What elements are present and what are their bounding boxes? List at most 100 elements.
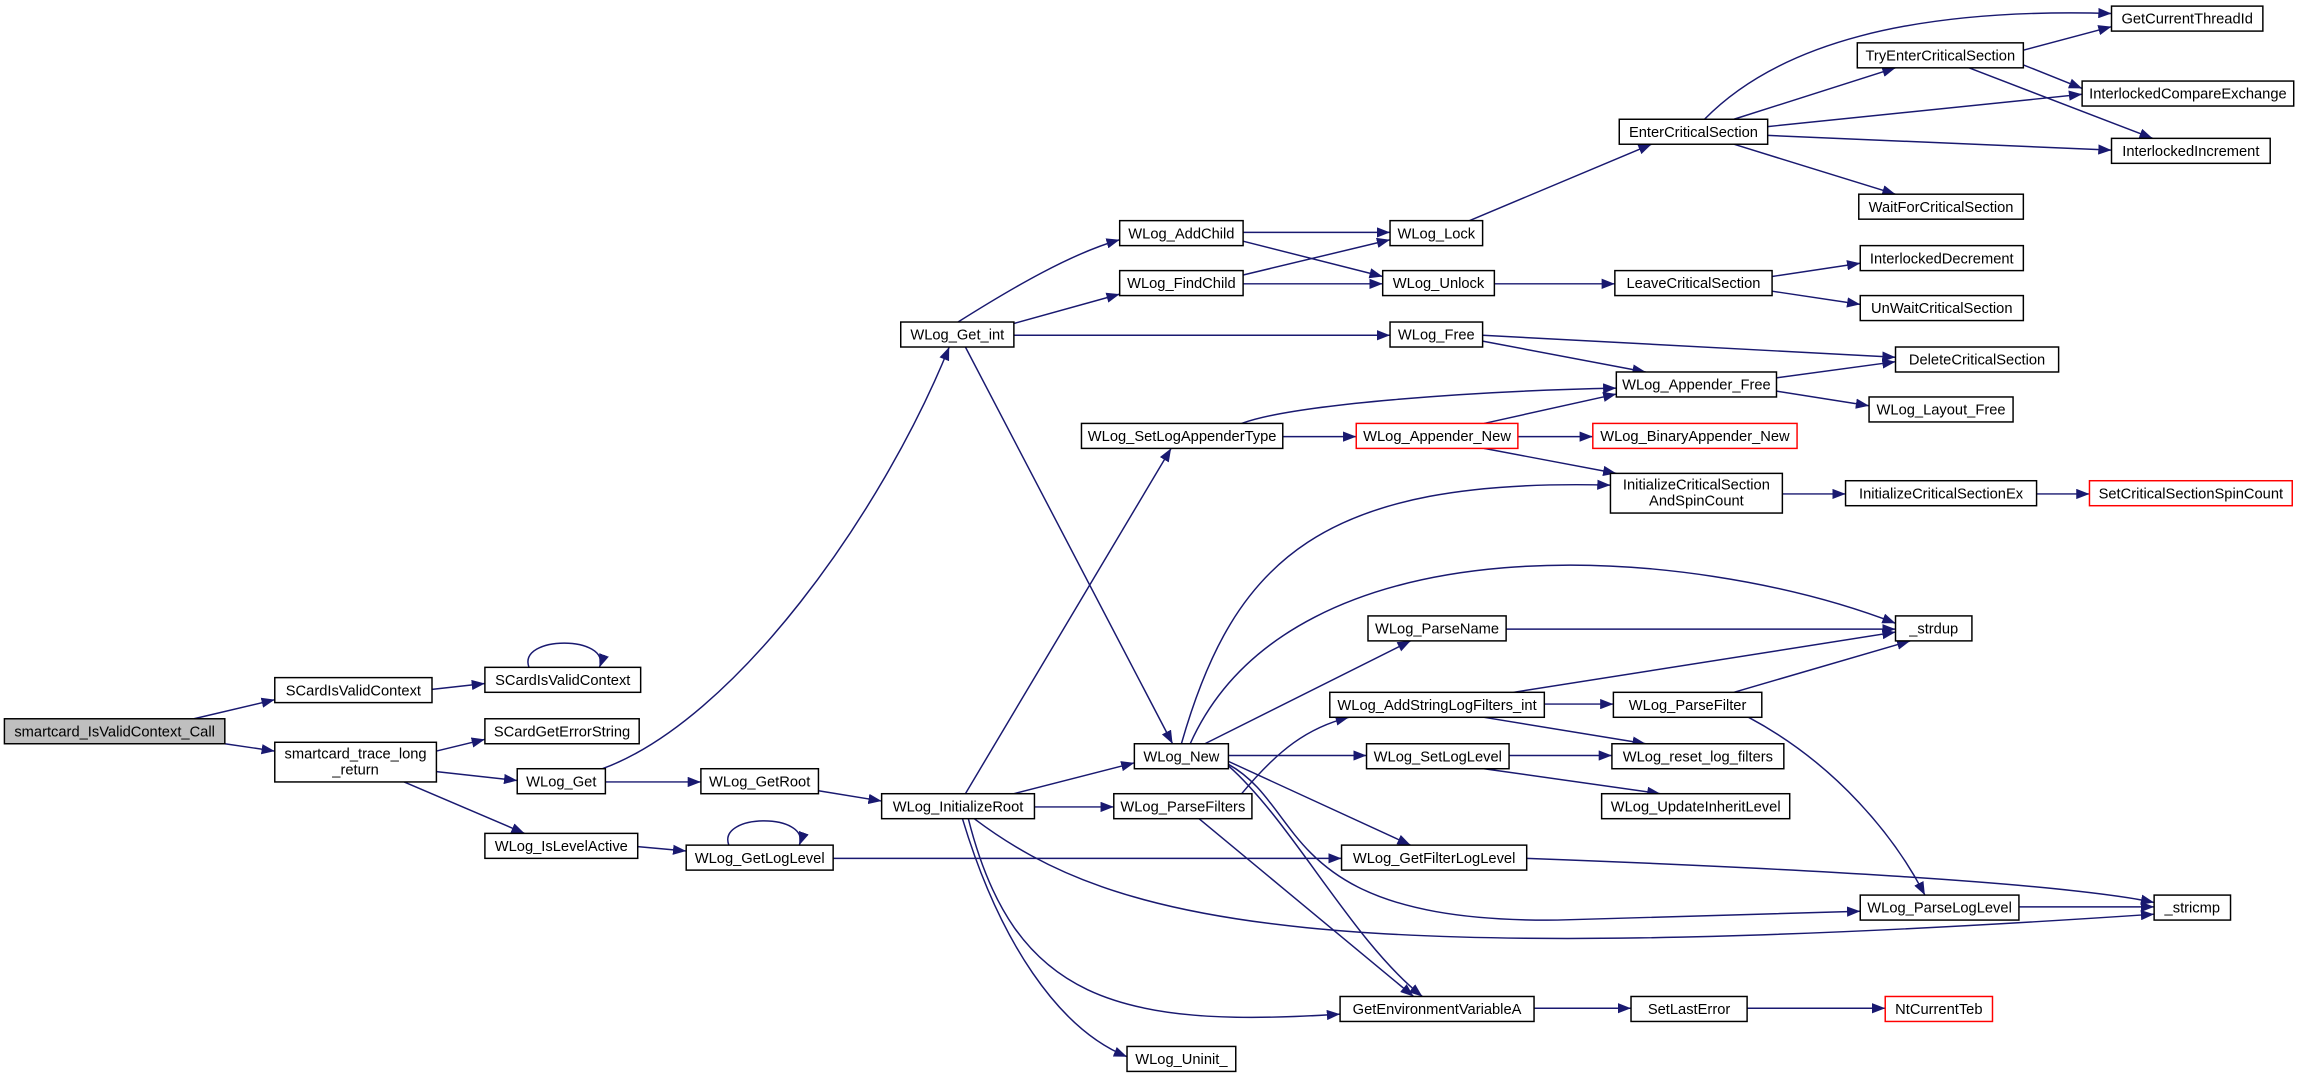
edge-wlog-appender-free-to-wlog-layout-free	[1776, 390, 1870, 409]
node-label: EnterCriticalSection	[1629, 125, 1758, 141]
node-wlog-reset-log-filters[interactable]: WLog_reset_log_filters	[1611, 743, 1785, 770]
edge-wlog-initializeroot-to-stricmp	[973, 818, 2155, 940]
node-wlog-uninit[interactable]: WLog_Uninit_	[1126, 1045, 1237, 1073]
node-wlog-addchild[interactable]: WLog_AddChild	[1118, 219, 1244, 247]
node-wlog-parsefilter[interactable]: WLog_ParseFilter	[1612, 691, 1763, 719]
node-wlog-parseloglevel[interactable]: WLog_ParseLogLevel	[1859, 894, 2020, 921]
node-wlog-get[interactable]: WLog_Get	[516, 767, 607, 795]
node-box	[1618, 118, 1769, 145]
edge-entercriticalsection-to-tryentercriticalsection	[1733, 66, 1896, 120]
edge-wlog-free-to-deletecriticalsection	[1482, 334, 1896, 362]
node-smartcard-trace-long-return[interactable]: smartcard_trace_long _return	[274, 741, 438, 783]
node-label: WLog_New	[1143, 749, 1219, 765]
node-label: InterlockedDecrement	[1870, 251, 2014, 267]
edge-smartcard-isvalidcontext-call-to-smartcard-trace-long-return	[224, 743, 275, 755]
node-wlog-islevelactive[interactable]: WLog_IsLevelActive	[484, 832, 639, 860]
edge-leavecriticalsection-to-interlockeddecrement	[1771, 260, 1861, 278]
node-wlog-parsename[interactable]: WLog_ParseName	[1367, 615, 1507, 642]
node-box	[2081, 80, 2295, 107]
edge-smartcard-trace-long-return-to-wlog-islevelactive	[403, 781, 525, 835]
node-wlog-parsefilters[interactable]: WLog_ParseFilters	[1113, 792, 1253, 820]
node-box	[1844, 479, 2038, 507]
edge-wlog-appender-free-to-deletecriticalsection	[1776, 358, 1896, 379]
edge-wlog-new-to-wlog-parseloglevel	[1228, 763, 1861, 921]
node-box	[700, 767, 820, 795]
node-label: WaitForCriticalSection	[1869, 200, 2014, 216]
node-interlockedincrement[interactable]: InterlockedIncrement	[2110, 137, 2271, 165]
node-box	[1612, 691, 1763, 719]
node-wlog-binaryappender-new[interactable]: WLog_BinaryAppender_New	[1592, 422, 1798, 450]
edge-smartcard-trace-long-return-to-scardgeterrorstring	[436, 737, 486, 752]
node-interlockedcompareexchange[interactable]: InterlockedCompareExchange	[2081, 80, 2295, 107]
node-initializecriticalsectionandspincount[interactable]: InitializeCriticalSection AndSpinCount	[1609, 472, 1784, 514]
node-box	[2153, 894, 2232, 921]
node-getcurrentthreadid[interactable]: GetCurrentThreadId	[2110, 5, 2264, 32]
node-label: WLog_AddChild	[1128, 226, 1234, 242]
node-wlog-new[interactable]: WLog_New	[1133, 743, 1230, 770]
node-label: InterlockedIncrement	[2122, 144, 2259, 160]
node-leavecriticalsection[interactable]: LeaveCriticalSection	[1614, 269, 1773, 297]
node-getenvironmentvariablea[interactable]: GetEnvironmentVariableA	[1339, 995, 1535, 1023]
edge-wlog-get-int-to-wlog-addchild	[957, 238, 1120, 323]
node-wlog-addstringlogfilters-int[interactable]: WLog_AddStringLogFilters_int	[1329, 691, 1546, 719]
node-scardisvalidcontext[interactable]: SCardIsValidContext	[274, 676, 433, 704]
node-box	[1113, 792, 1253, 820]
node-setlasterror[interactable]: SetLastError	[1630, 995, 1748, 1023]
node-wlog-getroot[interactable]: WLog_GetRoot	[700, 767, 820, 795]
edge-smartcard-trace-long-return-to-wlog-get	[436, 770, 518, 785]
node-wlog-free[interactable]: WLog_Free	[1389, 321, 1484, 348]
edge-wlog-initializeroot-to-wlog-uninit	[961, 818, 1128, 1058]
edge-entercriticalsection-to-getcurrentthreadid	[1703, 7, 2112, 120]
node-waitforcriticalsection[interactable]: WaitForCriticalSection	[1858, 193, 2025, 220]
node-ntcurrentteb[interactable]: NtCurrentTeb	[1884, 995, 1994, 1023]
node-wlog-getloglevel[interactable]: WLog_GetLogLevel	[685, 844, 834, 871]
edge-wlog-new-to-getenvironmentvariablea	[1227, 765, 1423, 998]
node-box	[1329, 691, 1546, 719]
node-wlog-getfilterloglevel[interactable]: WLog_GetFilterLogLevel	[1340, 844, 1528, 871]
edge-wlog-addstringlogfilters-int-to-strdup	[1513, 629, 1896, 694]
node-wlog-get-int[interactable]: WLog_Get_int	[900, 321, 1015, 348]
node-wlog-lock[interactable]: WLog_Lock	[1389, 219, 1484, 247]
node-strdup[interactable]: _strdup	[1894, 615, 1973, 642]
node-wlog-appender-new[interactable]: WLog_Appender_New	[1355, 422, 1519, 450]
node-unwaitcriticalsection[interactable]: UnWaitCriticalSection	[1859, 294, 2025, 322]
node-wlog-unlock[interactable]: WLog_Unlock	[1381, 269, 1496, 297]
edge-tryentercriticalsection-to-getcurrentthreadid	[2023, 25, 2112, 51]
node-interlockeddecrement[interactable]: InterlockedDecrement	[1859, 244, 2025, 272]
node-initializecriticalsectionex[interactable]: InitializeCriticalSectionEx	[1844, 479, 2038, 507]
node-wlog-appender-free[interactable]: WLog_Appender_Free	[1615, 371, 1778, 398]
node-scardisvalidcontext-callee[interactable]: SCardIsValidContext	[484, 666, 642, 694]
node-box	[484, 666, 642, 694]
node-wlog-updateinheritlevel[interactable]: WLog_UpdateInheritLevel	[1600, 792, 1791, 820]
node-scardgeterrorstring[interactable]: SCardGetErrorString	[484, 718, 640, 745]
node-box	[484, 832, 639, 860]
node-wlog-setlogappendertype[interactable]: WLog_SetLogAppenderType	[1080, 422, 1284, 450]
node-wlog-findchild[interactable]: WLog_FindChild	[1118, 269, 1244, 297]
node-box	[1389, 321, 1484, 348]
node-box	[2110, 137, 2271, 165]
node-tryentercriticalsection[interactable]: TryEnterCriticalSection	[1856, 42, 2025, 69]
node-wlog-setloglevel[interactable]: WLog_SetLogLevel	[1365, 743, 1510, 770]
node-deletecriticalsection[interactable]: DeleteCriticalSection	[1894, 346, 2060, 373]
node-label: UnWaitCriticalSection	[1871, 301, 2012, 317]
node-box	[1381, 269, 1496, 297]
edge-tryentercriticalsection-to-interlockedincrement	[1968, 67, 2153, 140]
edge-wlog-get-to-wlog-get-int	[602, 346, 950, 770]
node-label: WLog_Appender_New	[1363, 429, 1511, 445]
node-setcriticalsectionspincount[interactable]: SetCriticalSectionSpinCount	[2088, 479, 2293, 507]
node-box	[1894, 346, 2060, 373]
node-wlog-layout-free[interactable]: WLog_Layout_Free	[1868, 396, 2014, 423]
edge-wlog-findchild-to-wlog-lock	[1242, 237, 1391, 276]
edge-wlog-free-to-wlog-appender-free	[1482, 340, 1646, 375]
node-label: WLog_GetLogLevel	[695, 851, 825, 867]
node-entercriticalsection[interactable]: EnterCriticalSection	[1618, 118, 1769, 145]
node-label: WLog_Unlock	[1393, 276, 1485, 292]
node-box	[274, 676, 433, 704]
node-label: WLog_ParseFilters	[1120, 799, 1245, 815]
node-stricmp[interactable]: _stricmp	[2153, 894, 2232, 921]
edge-scardisvalidcontext-callee-self-loop	[527, 642, 609, 668]
node-box	[1609, 472, 1784, 514]
node-wlog-initializeroot[interactable]: WLog_InitializeRoot	[880, 792, 1036, 820]
node-smartcard-isvalidcontext-call[interactable]: smartcard_IsValidContext_Call	[3, 718, 226, 745]
